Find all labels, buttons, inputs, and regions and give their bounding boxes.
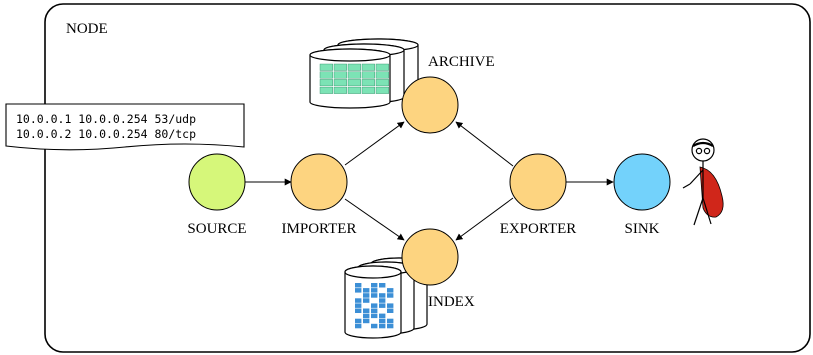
index-bitmap-segment — [379, 283, 386, 288]
archive-table-cell — [375, 86, 390, 94]
importer-node — [290, 153, 348, 211]
index-bitmap-segment — [387, 288, 394, 293]
archive-table-cell — [319, 63, 334, 71]
archive-node — [401, 76, 459, 134]
index-bitmap-segment — [363, 298, 370, 303]
importer-label: IMPORTER — [282, 221, 357, 237]
archive-table-cell — [361, 86, 376, 94]
index-bitmap-segment — [371, 303, 378, 308]
index-bitmap-segment — [387, 318, 394, 324]
index-bitmap-segment — [371, 293, 378, 298]
index-bitmap-segment — [371, 308, 378, 313]
index-label: INDEX — [428, 294, 475, 310]
index-bitmap-segment — [371, 283, 378, 288]
archive-table-cell — [361, 63, 376, 71]
archive-table-cell — [375, 63, 390, 71]
index-bitmap-segment — [355, 283, 362, 288]
index-bitmap-segment — [363, 313, 370, 319]
index-bitmap-segment — [355, 323, 362, 329]
edge-exporter-archive — [455, 121, 514, 167]
index-bitmap-segment — [363, 288, 370, 293]
archive-table-cell — [347, 63, 362, 71]
sink-label: SINK — [624, 221, 659, 237]
index-bitmap-segment — [363, 308, 370, 313]
sink-node — [613, 153, 671, 211]
index-bitmap-segment — [371, 313, 378, 319]
index-bitmap-segment — [379, 303, 386, 308]
edges — [245, 121, 614, 241]
index-bitmap-segment — [387, 293, 394, 298]
archive-table-cell — [319, 86, 334, 94]
edge-exporter-index — [455, 197, 514, 241]
index-bitmap-segment — [355, 308, 362, 313]
archive-database-icon — [309, 38, 419, 109]
index-bitmap-segment — [379, 313, 386, 319]
index-bitmap-segment — [379, 323, 386, 329]
index-bitmap-segment — [387, 303, 394, 308]
index-bitmap-segment — [363, 318, 370, 324]
archive-table-cell — [375, 71, 390, 79]
index-bitmap-segment — [379, 298, 386, 303]
cape — [699, 166, 724, 218]
node-container — [44, 3, 811, 353]
index-bitmap-segment — [371, 323, 378, 329]
source-label: SOURCE — [187, 221, 246, 237]
archive-table-cell — [319, 79, 334, 87]
archive-label: ARCHIVE — [428, 54, 495, 70]
log-box: 10.0.0.1 10.0.0.254 53/udp 10.0.0.2 10.0… — [5, 103, 245, 151]
edge-importer-archive — [344, 121, 405, 166]
index-bitmap-segment — [355, 303, 362, 308]
source-node — [188, 153, 246, 211]
archive-table-cell — [361, 79, 376, 87]
archive-table-cell — [319, 71, 334, 79]
archive-table-cell — [333, 86, 348, 94]
node-label: NODE — [66, 21, 108, 37]
archive-table-cell — [347, 79, 362, 87]
index-bitmap-segment — [355, 318, 362, 324]
index-bitmap-bars — [355, 283, 394, 329]
archive-table-cell — [375, 79, 390, 87]
index-bitmap-segment — [371, 288, 378, 293]
index-bitmap-segment — [355, 298, 362, 303]
index-node — [401, 228, 459, 286]
archive-table-cell — [333, 79, 348, 87]
user-stick-figure-icon — [682, 138, 724, 226]
log-line-1: 10.0.0.1 10.0.0.254 53/udp — [16, 112, 196, 126]
archive-table-cell — [361, 71, 376, 79]
archive-table-grid — [319, 63, 390, 94]
exporter-node — [509, 153, 567, 211]
index-bitmap-segment — [387, 308, 394, 313]
index-bitmap-segment — [355, 288, 362, 293]
archive-table-cell — [333, 71, 348, 79]
index-bitmap-segment — [387, 323, 394, 329]
index-bitmap-segment — [379, 318, 386, 324]
log-line-2: 10.0.0.2 10.0.0.254 80/tcp — [16, 127, 196, 141]
index-bitmap-segment — [379, 293, 386, 298]
archive-table-cell — [347, 71, 362, 79]
archive-table-cell — [333, 63, 348, 71]
index-bitmap-segment — [363, 293, 370, 298]
edge-importer-index — [344, 198, 405, 241]
archive-table-cell — [347, 86, 362, 94]
exporter-label: EXPORTER — [500, 221, 577, 237]
